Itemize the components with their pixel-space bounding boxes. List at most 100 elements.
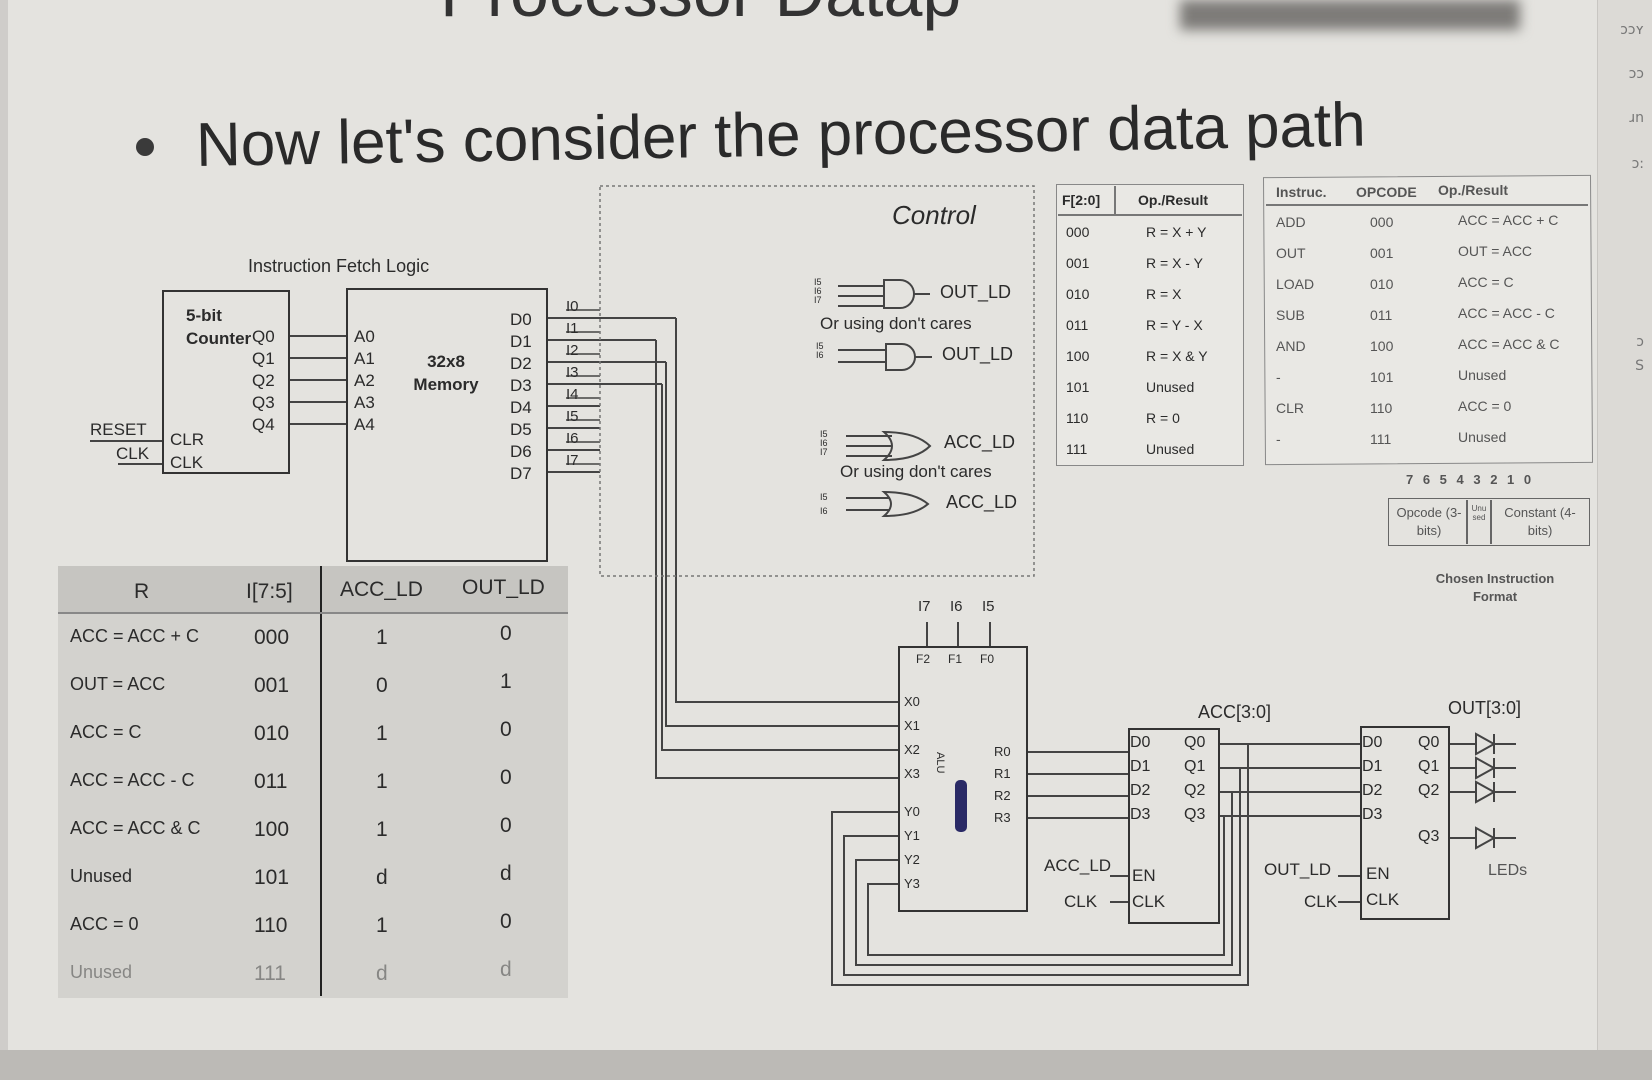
counter-q1: Q1 — [252, 349, 275, 368]
acc-ld-input: ACC_LD — [1044, 856, 1112, 875]
truth-row-i: 101 — [254, 866, 290, 889]
alu-r3: R3 — [994, 810, 1011, 825]
out-q-pin: Q2 — [1418, 782, 1440, 799]
or-gate-acc-ld — [881, 430, 932, 462]
counter-q3: Q3 — [252, 393, 275, 412]
instr-bit-2: I2 — [566, 342, 579, 359]
acc-q-pin: Q1 — [1184, 758, 1206, 775]
counter-q0: Q0 — [252, 327, 275, 346]
alu-f2: F2 — [916, 652, 931, 666]
reset-label: RESET — [90, 420, 147, 439]
alu-x3: X3 — [904, 766, 920, 781]
mem-a4: A4 — [354, 415, 375, 434]
slide-title-partial: Processor Datap — [440, 0, 961, 32]
instr-row-name: LOAD — [1276, 276, 1315, 292]
truth-row-i: 001 — [254, 674, 290, 697]
or-gate-acc-ld-2 — [881, 490, 930, 518]
desk-edge — [0, 1050, 1652, 1080]
truth-row-acc-ld: 1 — [376, 818, 388, 841]
counter-q4: Q4 — [252, 415, 275, 434]
counter-q2: Q2 — [252, 371, 275, 390]
alu-label: ALU — [934, 752, 946, 774]
out-en-pin: EN — [1366, 864, 1390, 883]
truth-body — [58, 614, 568, 998]
alu-table-op: R = Y - X — [1146, 317, 1203, 333]
counter-label: 5-bit Counter — [186, 306, 252, 348]
acc-d-pin: D1 — [1130, 758, 1151, 775]
alu-table-f: 010 — [1066, 286, 1090, 302]
out-d-pin: D0 — [1362, 734, 1383, 751]
instr-row-opcode: 100 — [1370, 338, 1394, 354]
alu-table-op: R = X + Y — [1146, 224, 1207, 240]
alu-table-f: 000 — [1066, 224, 1090, 240]
truth-row-i: 011 — [254, 770, 288, 793]
alu-table-f: 100 — [1066, 348, 1090, 364]
truth-row-r: OUT = ACC — [70, 674, 166, 694]
out-ld-input: OUT_LD — [1264, 860, 1332, 879]
out-ld-label: OUT_LD — [940, 282, 1012, 302]
truth-row-out-ld: d — [500, 862, 512, 885]
control-frame — [599, 185, 1035, 577]
truth-row-acc-ld: 1 — [376, 914, 388, 937]
instr-row-op: ACC = ACC & C — [1458, 336, 1560, 352]
truth-row-acc-ld: d — [376, 866, 388, 889]
truth-row-acc-ld: 1 — [376, 722, 388, 745]
alu-x1: X1 — [904, 718, 920, 733]
instr-row-op: Unused — [1458, 429, 1507, 445]
dont-cares-1: Or using don't cares — [820, 314, 972, 333]
counter-clk-pin: CLK — [170, 453, 204, 472]
instr-bit-7: I7 — [566, 452, 579, 469]
instr-row-op: ACC = ACC + C — [1458, 212, 1559, 228]
truth-divider — [320, 566, 322, 996]
acc-ld-label-2: ACC_LD — [946, 492, 1018, 512]
alu-table-f: 110 — [1066, 410, 1089, 426]
truth-header-band — [58, 566, 568, 614]
truth-row-out-ld: d — [500, 958, 512, 981]
alu-table-header-op: Op./Result — [1138, 192, 1209, 208]
instr-row-opcode: 010 — [1370, 276, 1394, 292]
mem-d6: D6 — [510, 442, 532, 461]
alu-r1: R1 — [994, 766, 1011, 781]
mem-d0: D0 — [510, 310, 532, 329]
photo-shadow — [1180, 0, 1520, 30]
instr-bit-4: I4 — [566, 386, 579, 403]
out-d-pin: D1 — [1362, 758, 1383, 775]
adjacent-page-edge: ɔɔʏ ɔɔ ɹn ɔ: ɔ S — [1597, 0, 1652, 1080]
truth-row-r: ACC = ACC & C — [70, 818, 201, 838]
truth-row-i: 010 — [254, 722, 290, 745]
truth-row-out-ld: 0 — [500, 718, 512, 741]
alu-table-op: R = X - Y — [1146, 255, 1203, 271]
instr-bit-5: I5 — [566, 408, 579, 425]
truth-row-out-ld: 0 — [500, 814, 512, 837]
out-d-pin: D3 — [1362, 806, 1383, 823]
format-unused: Unu sed — [1471, 504, 1487, 522]
mem-a3: A3 — [354, 393, 375, 412]
truth-row-acc-ld: 0 — [376, 674, 388, 697]
instr-row-name: - — [1276, 369, 1281, 385]
acc-q-pin: Q3 — [1184, 806, 1206, 823]
format-opcode: Opcode (3-bits) — [1396, 505, 1462, 538]
alu-table-f: 011 — [1066, 317, 1089, 333]
memory-block — [346, 288, 548, 562]
acc-clk-input: CLK — [1064, 892, 1098, 911]
truth-row-r: ACC = ACC + C — [70, 626, 200, 646]
instr-row-opcode: 011 — [1370, 307, 1393, 323]
acc-en-pin: EN — [1132, 866, 1156, 885]
instr-row-opcode: 001 — [1370, 245, 1394, 261]
counter-clr-pin: CLR — [170, 430, 205, 449]
out-clk-input: CLK — [1304, 892, 1338, 911]
acc-d-pin: D0 — [1130, 734, 1151, 751]
fetch-title: Instruction Fetch Logic — [248, 256, 430, 276]
truth-row-out-ld: 0 — [500, 622, 512, 645]
instr-row-op: ACC = 0 — [1458, 398, 1512, 414]
instr-row-opcode: 000 — [1370, 214, 1394, 230]
instr-bit-3: I3 — [566, 364, 579, 381]
dont-cares-2: Or using don't cares — [840, 462, 992, 481]
truth-row-i: 000 — [254, 626, 290, 649]
alu-table-op: Unused — [1146, 379, 1195, 395]
mem-a0: A0 — [354, 327, 375, 346]
alu-table-op: Unused — [1146, 441, 1195, 457]
format-box — [1388, 498, 1590, 546]
instr-row-name: SUB — [1276, 307, 1305, 323]
